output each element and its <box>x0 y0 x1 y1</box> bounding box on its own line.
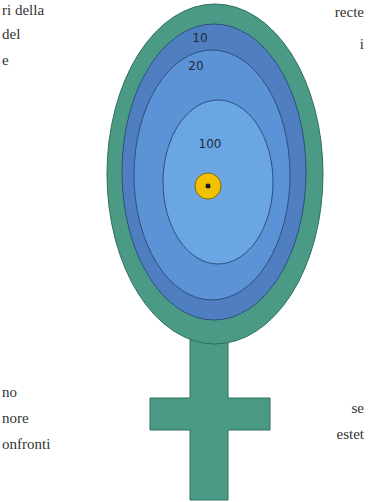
text-fragment: se <box>352 400 365 417</box>
text-fragment: no <box>2 384 17 401</box>
yellow-center <box>195 173 221 199</box>
text-fragment: del <box>2 26 20 43</box>
cross-stem <box>150 330 270 500</box>
blue-ring-20 <box>134 50 290 300</box>
callout-number: 100 <box>199 138 222 152</box>
text-fragment: recte <box>335 4 364 21</box>
text-fragment: i <box>360 36 364 53</box>
blue-ring-100 <box>163 100 273 264</box>
text-fragment: estet <box>337 426 365 443</box>
outer-green-ring <box>107 4 323 344</box>
text-fragment: onfronti <box>2 436 50 453</box>
text-fragment: ri della <box>2 2 44 19</box>
text-fragment: nore <box>2 410 29 427</box>
center-dot <box>206 184 211 189</box>
callout-number: 20 <box>188 60 203 74</box>
text-fragment: e <box>2 52 9 69</box>
blue-ring-10 <box>122 24 306 320</box>
callout-number: 10 <box>192 32 207 46</box>
